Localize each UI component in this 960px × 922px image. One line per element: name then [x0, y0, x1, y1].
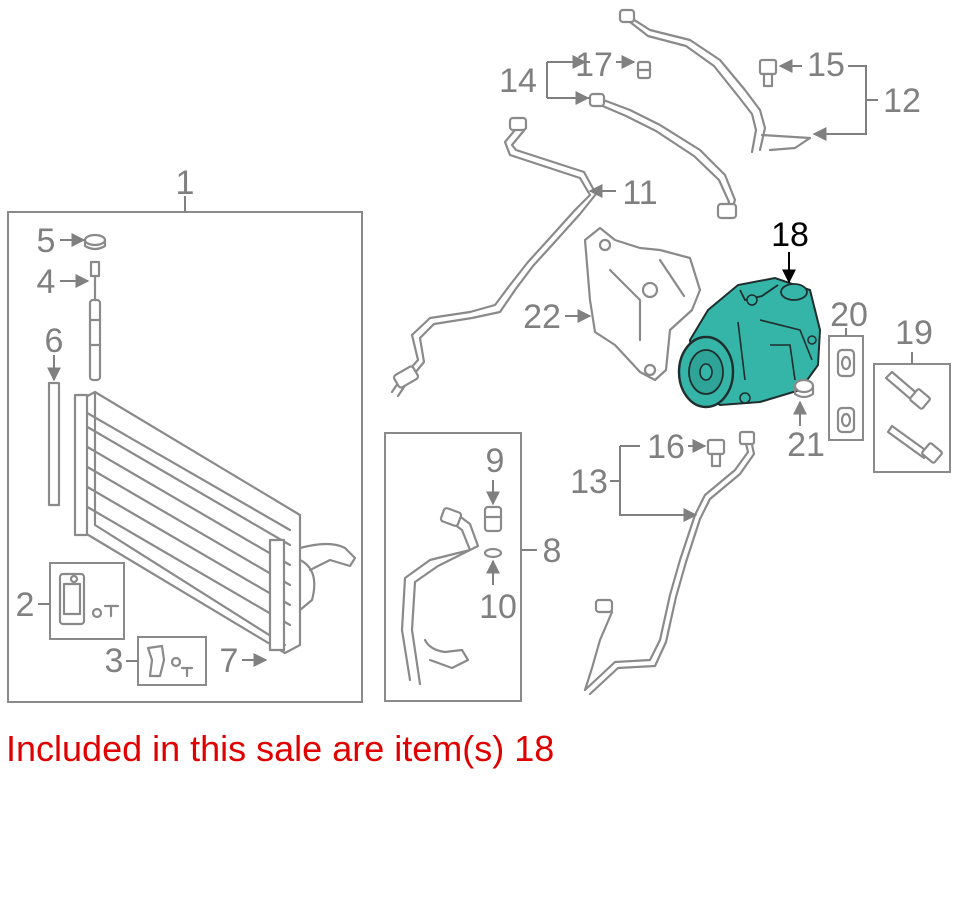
bolt-16-icon[interactable]: [706, 438, 726, 468]
seal-cap-icon[interactable]: [793, 378, 815, 399]
callout-13: 13: [570, 463, 608, 501]
bolt-15-icon[interactable]: [758, 58, 778, 88]
ac-compressor-icon[interactable]: [677, 276, 822, 409]
mount-clip-icon[interactable]: [146, 644, 194, 678]
sale-note: Included in this sale are item(s) 18: [6, 728, 555, 769]
switch-17-icon[interactable]: [636, 60, 652, 80]
refrigerant-line-icon[interactable]: [588, 8, 812, 220]
condenser-group: [7, 196, 363, 703]
callout-6: 6: [45, 322, 64, 360]
label-13-bracket: [610, 445, 690, 516]
bracket-2-box: [49, 562, 125, 640]
callout-17: 17: [575, 46, 613, 84]
callout-14: 14: [499, 62, 537, 100]
callout-20: 20: [830, 296, 868, 334]
callout-22: 22: [523, 298, 561, 336]
cap-icon[interactable]: [83, 233, 107, 251]
callout-1: 1: [176, 164, 195, 202]
drier-rod-icon[interactable]: [88, 260, 102, 382]
callout-3: 3: [105, 642, 124, 680]
bolt-set-icon[interactable]: [884, 370, 943, 464]
callout-16: 16: [647, 428, 685, 466]
callout-10: 10: [479, 588, 517, 626]
liquid-line-icon[interactable]: [583, 430, 756, 696]
callout-19: 19: [895, 314, 933, 352]
label-14-bracket: [546, 61, 590, 99]
bracket-icon[interactable]: [58, 572, 120, 626]
callout-4: 4: [37, 263, 56, 301]
callout-15: 15: [807, 46, 845, 84]
label-12-bracket: [820, 65, 878, 135]
condenser-icon[interactable]: [73, 390, 357, 655]
callout-21: 21: [787, 426, 825, 464]
callout-5: 5: [37, 222, 56, 260]
gasket-icon[interactable]: [836, 348, 856, 434]
suction-hose-group: [384, 432, 537, 702]
callout-9: 9: [486, 442, 505, 480]
callout-2: 2: [16, 586, 35, 624]
callout-18-selected: 18: [771, 216, 809, 254]
pressure-valve-icon[interactable]: [483, 505, 503, 533]
discharge-hose-icon[interactable]: [390, 116, 598, 398]
callout-8: 8: [543, 532, 562, 570]
hose-frame: [384, 432, 522, 702]
suction-hose-icon[interactable]: [400, 507, 480, 686]
callout-12: 12: [883, 82, 921, 120]
o-ring-icon[interactable]: [483, 547, 503, 559]
seal-strip-icon[interactable]: [47, 381, 61, 507]
compressor-bracket-icon[interactable]: [583, 226, 702, 382]
callout-11: 11: [622, 174, 657, 212]
callout-7: 7: [220, 642, 239, 680]
